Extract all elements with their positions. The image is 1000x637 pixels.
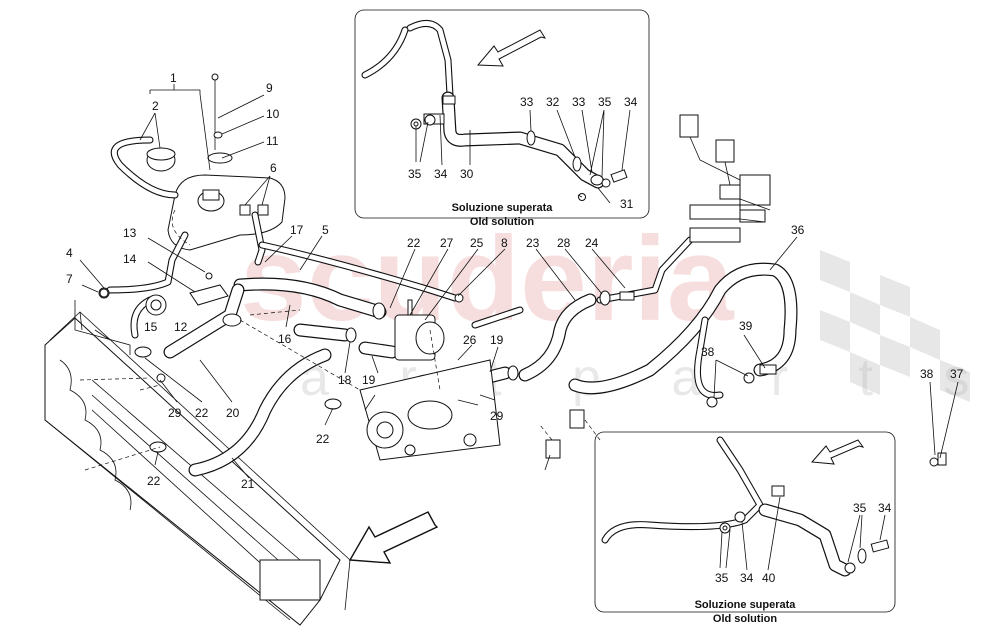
callout-8: 8 <box>501 236 508 250</box>
callout-38: 38 <box>920 367 934 381</box>
inset-caption-en: Old solution <box>470 216 534 228</box>
callout-15: 15 <box>144 320 158 334</box>
inset-old-solution-bottom: 35 34 40 35 34 Soluzione superata Old so… <box>594 431 896 625</box>
callout-12: 12 <box>174 320 188 334</box>
callout-22: 22 <box>316 432 330 446</box>
watermark-checker <box>820 250 970 402</box>
direction-arrow-icon <box>476 29 547 67</box>
callout-25: 25 <box>470 236 484 250</box>
hoses <box>99 236 798 477</box>
callout-13: 13 <box>123 226 137 240</box>
callout-34: 34 <box>878 501 892 515</box>
callout-34: 34 <box>740 571 754 585</box>
callout-16: 16 <box>278 332 292 346</box>
callout-37: 37 <box>950 367 964 381</box>
callout-10: 10 <box>266 107 280 121</box>
callout-14: 14 <box>123 252 137 266</box>
callout-18: 18 <box>338 373 352 387</box>
callout-9: 9 <box>266 81 273 95</box>
callout-35: 35 <box>853 501 867 515</box>
callout-23: 23 <box>526 236 540 250</box>
inset-caption-en: Old solution <box>713 613 777 625</box>
callout-22: 22 <box>195 406 209 420</box>
callout-30: 30 <box>460 167 474 181</box>
direction-arrow-icon <box>810 439 865 465</box>
callout-22: 22 <box>407 236 421 250</box>
fittings-right <box>539 364 947 471</box>
callout-38: 38 <box>701 345 715 359</box>
water-pump-thermostat <box>359 314 501 461</box>
callout-31: 31 <box>620 197 634 211</box>
callout-36: 36 <box>791 223 805 237</box>
callout-19: 19 <box>362 373 376 387</box>
inset-caption-it: Soluzione superata <box>452 202 554 214</box>
inset-caption-it: Soluzione superata <box>695 599 797 611</box>
callout-5: 5 <box>322 223 329 237</box>
callout-35: 35 <box>715 571 729 585</box>
inset-old-solution-top: 35 34 30 33 32 33 35 34 31 Soluzione sup… <box>354 9 650 228</box>
callout-28: 28 <box>557 236 571 250</box>
callout-33: 33 <box>572 95 586 109</box>
electric-connectors <box>679 114 771 243</box>
callout-numbers: 1 2 9 10 11 6 13 14 4 7 15 12 17 5 16 22… <box>66 71 964 491</box>
callout-34: 34 <box>624 95 638 109</box>
callout-17: 17 <box>290 223 304 237</box>
callout-20: 20 <box>226 406 240 420</box>
callout-22: 22 <box>147 474 161 488</box>
callout-4: 4 <box>66 246 73 260</box>
dashed-guides <box>79 309 441 471</box>
callout-35: 35 <box>408 167 422 181</box>
callout-33: 33 <box>520 95 534 109</box>
callout-27: 27 <box>440 236 454 250</box>
callout-26: 26 <box>463 333 477 347</box>
callout-34: 34 <box>434 167 448 181</box>
callout-40: 40 <box>762 571 776 585</box>
direction-arrow-icon <box>348 511 439 564</box>
callout-21: 21 <box>241 477 255 491</box>
callout-19: 19 <box>490 333 504 347</box>
callout-6: 6 <box>270 161 277 175</box>
callout-35: 35 <box>598 95 612 109</box>
callout-29: 29 <box>168 406 182 420</box>
callout-29: 29 <box>490 409 504 423</box>
callout-1: 1 <box>170 71 177 85</box>
callout-24: 24 <box>585 236 599 250</box>
callout-2: 2 <box>152 99 159 113</box>
callout-32: 32 <box>546 95 560 109</box>
callout-leaders <box>79 84 959 479</box>
callout-7: 7 <box>66 272 73 286</box>
callout-11: 11 <box>266 134 279 148</box>
callout-39: 39 <box>739 319 753 333</box>
